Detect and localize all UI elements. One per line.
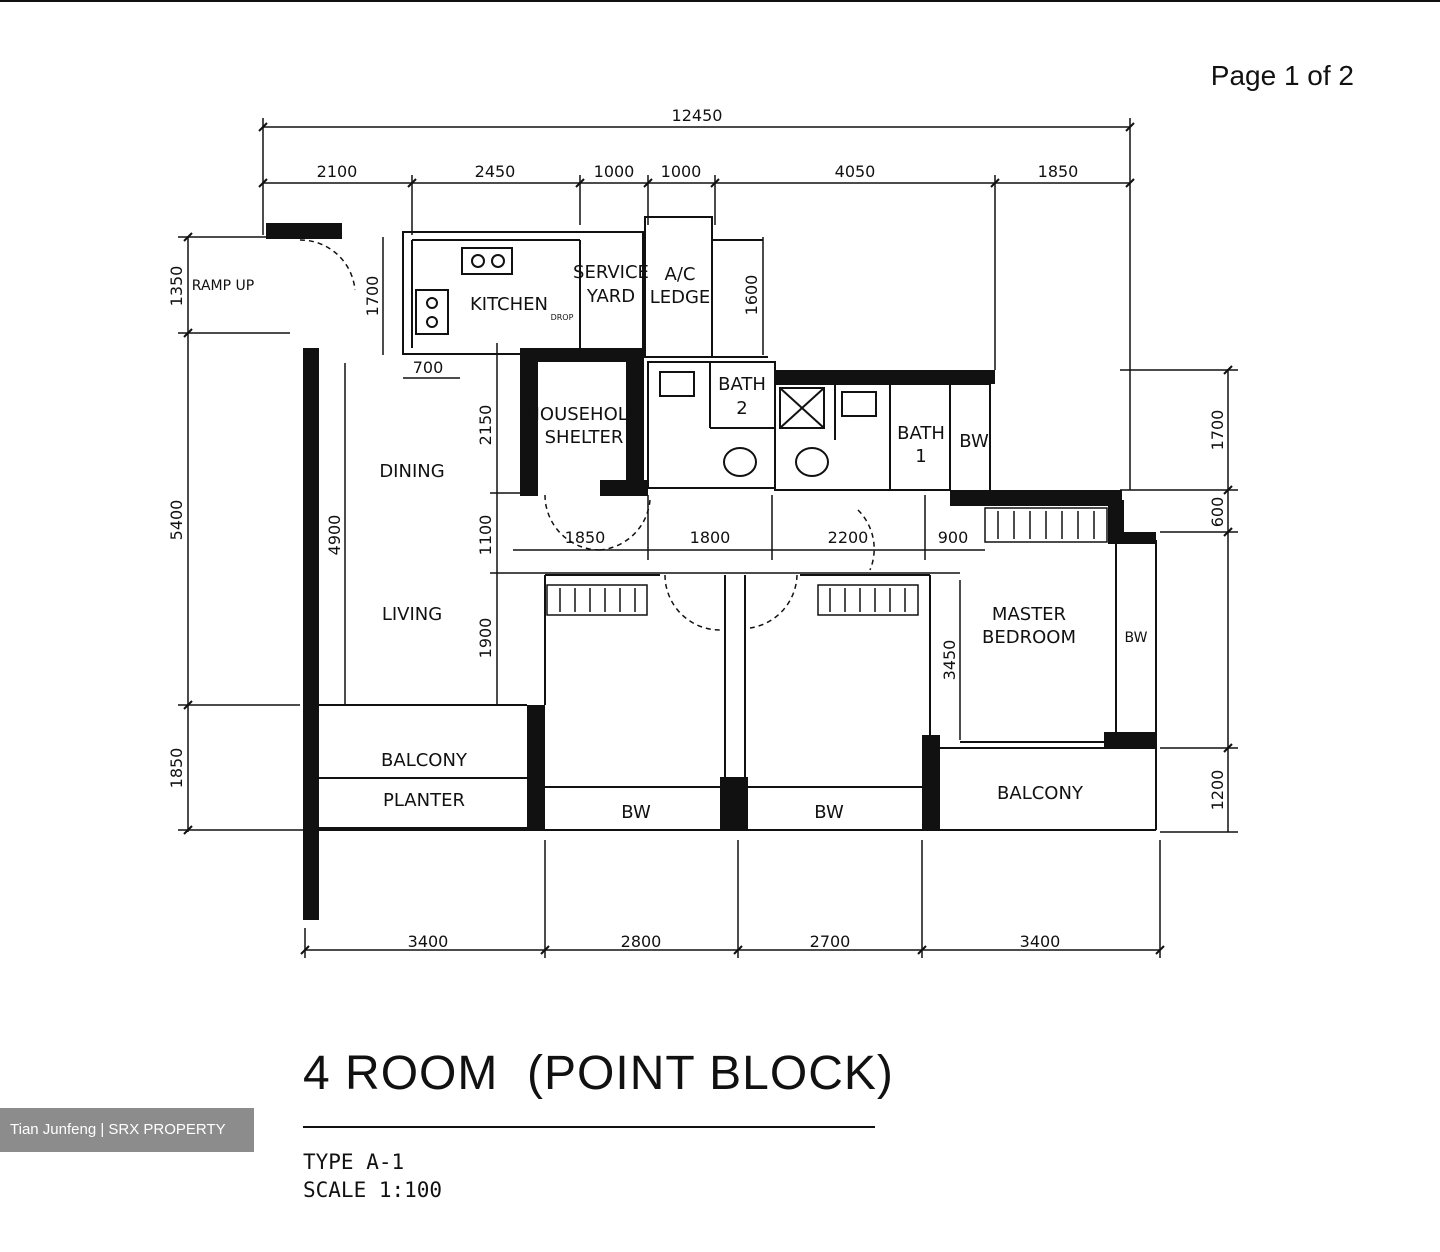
ac-ledge-label-1: A/C [665, 264, 696, 285]
dimension-labels: 12450 2100 2450 1000 1000 4050 1850 3400… [167, 106, 1227, 951]
bath2-label-2: 2 [736, 398, 747, 419]
dim-left-2: 5400 [167, 500, 186, 541]
wardrobe-hatching [546, 507, 1108, 616]
dim-total-width: 12450 [672, 106, 723, 125]
door-swings [299, 239, 875, 631]
dim-right-3: 1200 [1208, 770, 1227, 811]
service-yard-label-1: SERVICE [573, 262, 649, 283]
bw-master-label: BW [1125, 630, 1148, 646]
dim-corridor-4: 900 [938, 528, 969, 547]
room-labels: RAMP UP KITCHEN DROP SERVICE YARD A/C LE… [192, 262, 1148, 823]
dining-label: DINING [379, 461, 444, 482]
page-indicator: Page 1 of 2 [1210, 60, 1354, 91]
dim-inner-1: 1700 [363, 276, 382, 317]
drop-label: DROP [551, 313, 574, 322]
household-shelter-label-1: HOUSEHOLD [526, 404, 641, 425]
bw-bath1-label: BW [959, 431, 989, 452]
service-yard-label-2: YARD [586, 286, 635, 307]
dim-inner-3: 2150 [476, 405, 495, 446]
dim-top-3: 1000 [594, 162, 635, 181]
dim-master: 3450 [940, 640, 959, 681]
bath1-label-2: 1 [915, 446, 926, 467]
bw-bedroom3-label: BW [814, 802, 844, 823]
dim-kitchen-side: 1600 [742, 275, 761, 316]
household-shelter-label-2: SHELTER [545, 427, 624, 448]
bw-bedroom2-label: BW [621, 802, 651, 823]
dim-top-6: 1850 [1038, 162, 1079, 181]
thick-walls [266, 223, 1156, 920]
db-label: DB [304, 349, 316, 358]
dim-left-1: 1350 [167, 266, 186, 307]
plan-type: TYPE A-1 [303, 1150, 405, 1174]
dim-corridor-1: 1850 [565, 528, 606, 547]
dim-bottom-1: 3400 [408, 932, 449, 951]
balcony-label-right: BALCONY [997, 783, 1084, 804]
ac-ledge-label-2: LEDGE [650, 287, 711, 308]
dim-bottom-2: 2800 [621, 932, 662, 951]
top-border [0, 0, 1440, 2]
planter-label: PLANTER [383, 790, 465, 811]
dim-inner-2: 4900 [325, 515, 344, 556]
dimension-lines [178, 118, 1238, 958]
master-bedroom-label-1: MASTER [992, 604, 1066, 625]
watermark-credit: Tian Junfeng | SRX PROPERTY [0, 1108, 254, 1152]
plan-scale: SCALE 1:100 [303, 1178, 443, 1202]
dim-corridor-2: 1800 [690, 528, 731, 547]
dim-right-1: 1700 [1208, 410, 1227, 451]
dim-inner-5: 1900 [476, 618, 495, 659]
plan-title: 4 ROOM (POINT BLOCK) [303, 1047, 894, 1100]
dim-right-2: 600 [1208, 497, 1227, 528]
ramp-up-label: RAMP UP [192, 278, 254, 294]
balcony-label-left: BALCONY [381, 750, 468, 771]
dim-corridor-3: 2200 [828, 528, 869, 547]
dim-bottom-4: 3400 [1020, 932, 1061, 951]
floor-plan-drawing: 12450 2100 2450 1000 1000 4050 1850 3400… [167, 106, 1238, 958]
bath2-label-1: BATH [718, 374, 766, 395]
kitchen-label: KITCHEN [470, 294, 548, 315]
thin-walls [319, 216, 1157, 831]
dimension-ticks [183, 122, 1233, 955]
dim-left-3: 1850 [167, 748, 186, 789]
dim-top-2: 2450 [475, 162, 516, 181]
title-underline [303, 1126, 875, 1128]
dim-kitchen-width: 700 [413, 358, 444, 377]
dim-top-5: 4050 [835, 162, 876, 181]
living-label: LIVING [382, 604, 442, 625]
dim-inner-4: 1100 [476, 515, 495, 556]
bath1-label-1: BATH [897, 423, 945, 444]
dim-bottom-3: 2700 [810, 932, 851, 951]
master-bedroom-label-2: BEDROOM [982, 627, 1076, 648]
dim-top-1: 2100 [317, 162, 358, 181]
dim-top-4: 1000 [661, 162, 702, 181]
